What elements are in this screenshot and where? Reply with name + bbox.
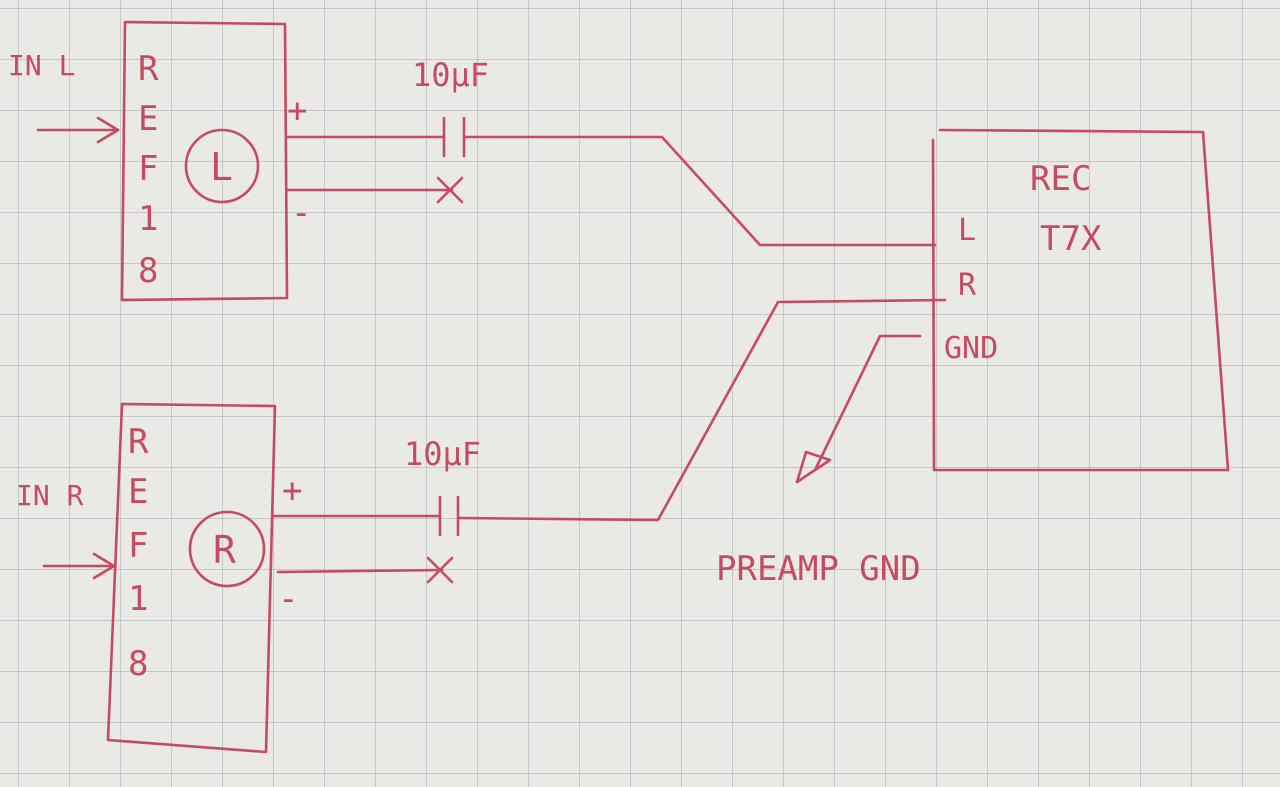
ground-arrow-head <box>795 450 832 484</box>
left-negative-cut-mark <box>436 176 464 204</box>
recorder-input-r: R <box>958 268 977 303</box>
left-channel-badge-circle <box>184 128 260 204</box>
recorder-outline <box>931 128 1230 472</box>
recorder-input-gnd: GND <box>944 331 998 366</box>
right-board-outline <box>106 402 277 754</box>
right-input-label: IN R <box>16 479 84 512</box>
left-input-arrow <box>36 116 120 144</box>
right-channel-board: IN R R E F 1 8 R + - <box>16 402 302 754</box>
left-channel-board: IN L R E F 1 8 L + - <box>8 20 311 302</box>
left-channel-badge-label: L <box>210 145 233 189</box>
right-negative-wire <box>276 556 454 584</box>
right-positive-wire <box>270 298 947 537</box>
left-pin-3: F <box>138 149 158 189</box>
recorder-title-line2: T7X <box>1040 219 1102 259</box>
ground-label: PREAMP GND <box>716 549 921 589</box>
recorder-input-l: L <box>958 213 976 248</box>
right-negative-cut-mark <box>426 556 454 584</box>
right-pin-5: 8 <box>128 644 148 684</box>
right-channel-badge-label: R <box>213 528 236 572</box>
left-positive-wire <box>285 116 937 247</box>
ground-wire <box>795 334 922 484</box>
left-pin-1: R <box>138 49 159 89</box>
recorder-title-line1: REC <box>1030 159 1091 199</box>
right-input-arrow <box>42 552 116 580</box>
left-capacitor-value: 10μF <box>412 56 489 94</box>
left-plus-label: + <box>287 91 307 131</box>
left-input-label: IN L <box>8 49 75 82</box>
right-capacitor-value: 10μF <box>404 435 481 473</box>
left-pin-2: E <box>138 99 158 139</box>
recorder-unit: REC T7X L R GND <box>931 128 1230 472</box>
left-board-outline <box>120 20 289 302</box>
right-pin-1: R <box>128 422 149 462</box>
left-pin-5: 8 <box>138 251 158 291</box>
right-plus-label: + <box>282 471 302 511</box>
right-pin-2: E <box>128 472 148 512</box>
left-minus-label: - <box>291 193 311 233</box>
right-pin-4: 1 <box>128 579 148 619</box>
left-negative-wire <box>285 176 464 204</box>
right-pin-3: F <box>128 526 148 566</box>
left-pin-4: 1 <box>138 199 158 239</box>
right-channel-badge-circle <box>188 510 266 588</box>
right-minus-label: - <box>278 579 298 619</box>
